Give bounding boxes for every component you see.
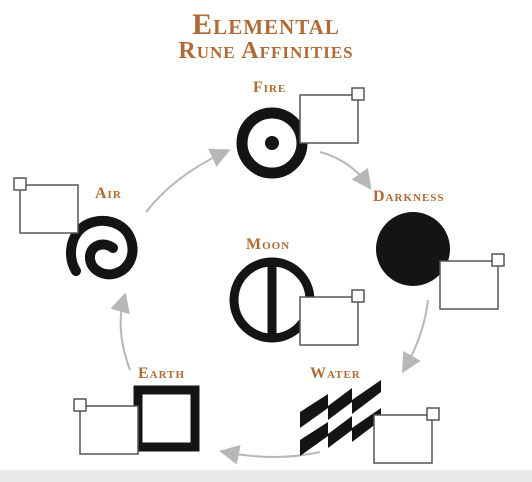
arrow-air-to-fire: [145, 148, 231, 213]
moon-slot-box[interactable]: [299, 289, 365, 346]
air-rune-icon[interactable]: [66, 216, 138, 280]
arrow-earth-to-air: [110, 292, 131, 371]
earth-rune-icon[interactable]: [133, 385, 200, 452]
moon-rune-icon[interactable]: [229, 257, 315, 343]
rune-label-moon: Moon: [246, 236, 291, 253]
darkness-slot-box[interactable]: [439, 253, 505, 310]
cycle-arrows: [110, 148, 429, 465]
footer-bar: [0, 470, 532, 482]
rune-label-fire: Fire: [253, 79, 287, 96]
fire-rune-icon[interactable]: [236, 107, 308, 179]
darkness-rune-icon[interactable]: [376, 212, 450, 286]
water-rune-icon[interactable]: [300, 380, 381, 456]
water-slot-box[interactable]: [373, 407, 440, 464]
arrow-water-to-earth: [219, 444, 321, 465]
page-title: Elemental: [192, 8, 340, 41]
page-subtitle: Rune Affinities: [178, 38, 354, 64]
arrow-darkness-to-water: [402, 299, 429, 374]
rune-label-earth: Earth: [138, 365, 186, 382]
rune-label-darkness: Darkness: [373, 188, 445, 205]
rune-label-air: Air: [95, 185, 122, 202]
air-slot-box[interactable]: [13, 177, 79, 234]
fire-slot-box[interactable]: [299, 87, 365, 144]
rune-slot-boxes: [13, 87, 505, 464]
arrow-fire-to-darkness: [319, 151, 372, 190]
earth-slot-box[interactable]: [73, 398, 139, 455]
rune-label-water: Water: [310, 365, 361, 382]
